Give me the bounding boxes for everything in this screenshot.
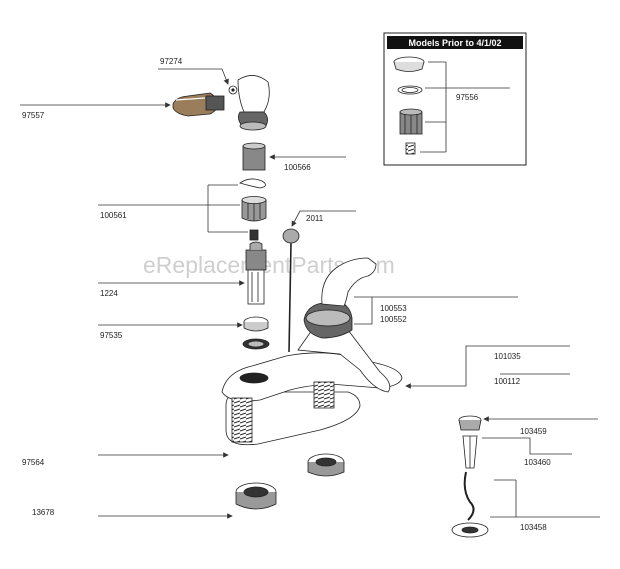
faucet-body (221, 257, 403, 446)
handle-hub (237, 75, 270, 131)
label-100561: 100561 (100, 211, 127, 220)
cartridge-1224 (245, 241, 267, 305)
label-97557: 97557 (22, 111, 45, 120)
label-100566: 100566 (284, 163, 311, 172)
label-13678: 13678 (32, 508, 55, 517)
retainer-clip (239, 178, 266, 189)
set-screw-97274 (228, 85, 238, 95)
stem-screw (249, 229, 259, 241)
label-97274: 97274 (160, 57, 183, 66)
label-1224: 1224 (100, 289, 118, 298)
inset-screw-part (405, 142, 416, 155)
label-97535: 97535 (100, 331, 123, 340)
drain-body-103458 (451, 471, 489, 538)
label-103460: 103460 (524, 458, 551, 467)
mounting-nut-13678 (235, 482, 277, 510)
stop-100561 (241, 196, 267, 222)
handle-lever-97557 (172, 92, 225, 117)
inset-cap-part (393, 56, 425, 72)
mounting-nut-97564 (307, 453, 345, 477)
inset-stem-part (399, 108, 423, 135)
inset-title: Models Prior to 4/1/02 (408, 38, 501, 48)
label-101035: 101035 (494, 352, 521, 361)
drain-stopper-103459 (458, 415, 482, 469)
inset-ring-part (397, 85, 423, 95)
label-2011: 2011 (306, 214, 324, 223)
label-100552: 100552 (380, 315, 407, 324)
label-97556: 97556 (456, 93, 479, 102)
label-100112: 100112 (494, 377, 521, 386)
adapter-100566 (242, 142, 266, 171)
inset-panel: Models Prior to 4/1/02 97556 (383, 32, 527, 166)
label-103458: 103458 (520, 523, 547, 532)
label-100553: 100553 (380, 304, 407, 313)
label-97564: 97564 (22, 458, 45, 467)
bonnet-nut-97535 (242, 316, 270, 350)
lift-rod-2011 (282, 228, 300, 353)
label-103459: 103459 (520, 427, 547, 436)
